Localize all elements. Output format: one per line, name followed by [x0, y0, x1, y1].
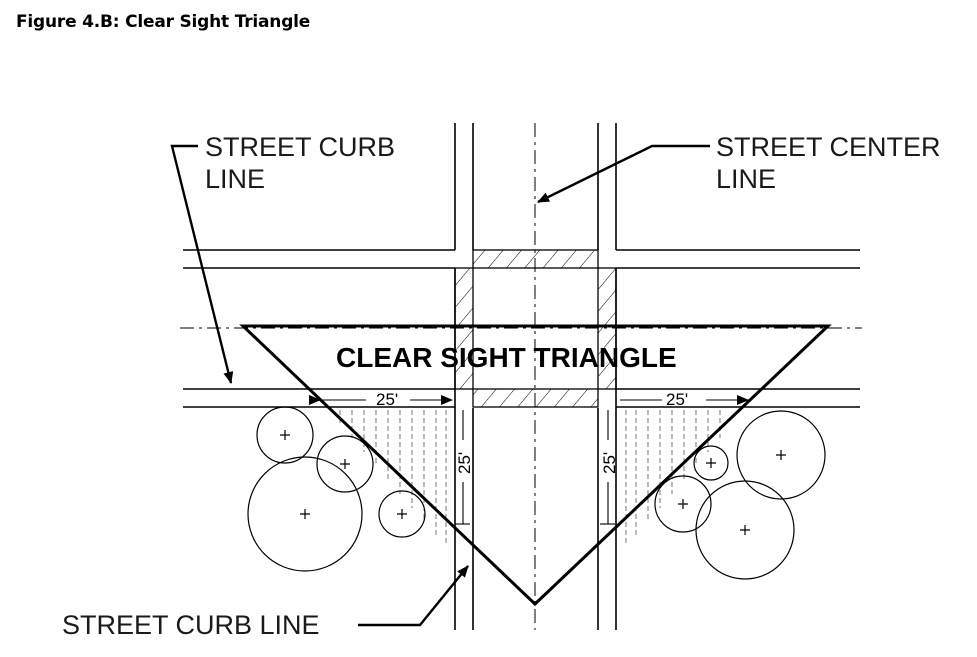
street-center-line-label-2: LINE [716, 164, 776, 194]
center-lines [180, 123, 862, 630]
trees [247, 406, 826, 580]
tree-centers [280, 430, 786, 535]
crosswalk-hatching [454, 249, 617, 408]
dimension-lines [309, 395, 749, 525]
street-curb-line-top-leader [170, 144, 234, 384]
street-center-line-label-1: STREET CENTER [716, 132, 941, 162]
sight-area-right [625, 410, 721, 545]
tree-symbol [693, 445, 729, 481]
street-curb-line-bottom-leader [358, 565, 469, 627]
street-curb-line-top-label-2: LINE [205, 164, 265, 194]
dimension-left-vertical: 25' [455, 452, 474, 474]
street-curb-line-bottom-label: STREET CURB LINE [62, 610, 320, 640]
tree-symbol [695, 480, 795, 580]
tree-symbol [736, 410, 826, 500]
horizontal-street [183, 249, 860, 408]
dimension-left-horizontal: 25' [376, 390, 398, 409]
tree-symbol [256, 406, 314, 464]
tree-symbol [247, 456, 363, 572]
dimension-right-vertical: 25' [600, 452, 619, 474]
street-center-line-leader [537, 144, 710, 204]
figure-title: Figure 4.B: Clear Sight Triangle [16, 12, 311, 32]
leader-arrows [170, 144, 710, 627]
tree-symbol [378, 490, 426, 538]
dimension-right-horizontal: 25' [666, 390, 688, 409]
street-curb-line-top-label-1: STREET CURB [205, 132, 395, 162]
sight-area-left [339, 410, 447, 545]
tree-symbol [654, 475, 712, 533]
clear-sight-triangle [239, 324, 832, 607]
clear-sight-triangle-label: CLEAR SIGHT TRIANGLE [336, 342, 677, 373]
tree-symbol [316, 435, 374, 493]
